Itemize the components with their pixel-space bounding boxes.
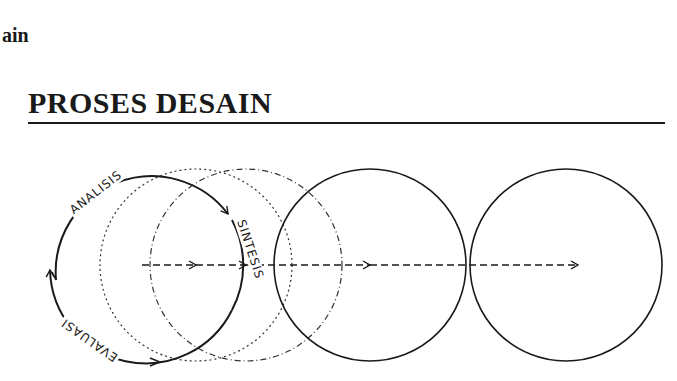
progress-line xyxy=(196,264,246,265)
progress-line xyxy=(142,264,196,265)
arc-head xyxy=(52,272,56,280)
partial-heading: ain xyxy=(2,24,29,47)
phase-label: SINTESIS xyxy=(234,217,267,284)
diagram-title: PROSES DESAIN xyxy=(28,86,272,120)
evaluation-arc xyxy=(50,270,232,363)
heading-rule xyxy=(28,122,665,124)
progress-line xyxy=(246,264,370,265)
phase-label: ANALISIS xyxy=(66,167,126,218)
arc-head xyxy=(150,358,160,366)
iteration-circle xyxy=(470,169,662,361)
progress-line xyxy=(370,264,578,265)
phase-label: EVALUASI xyxy=(58,315,122,366)
